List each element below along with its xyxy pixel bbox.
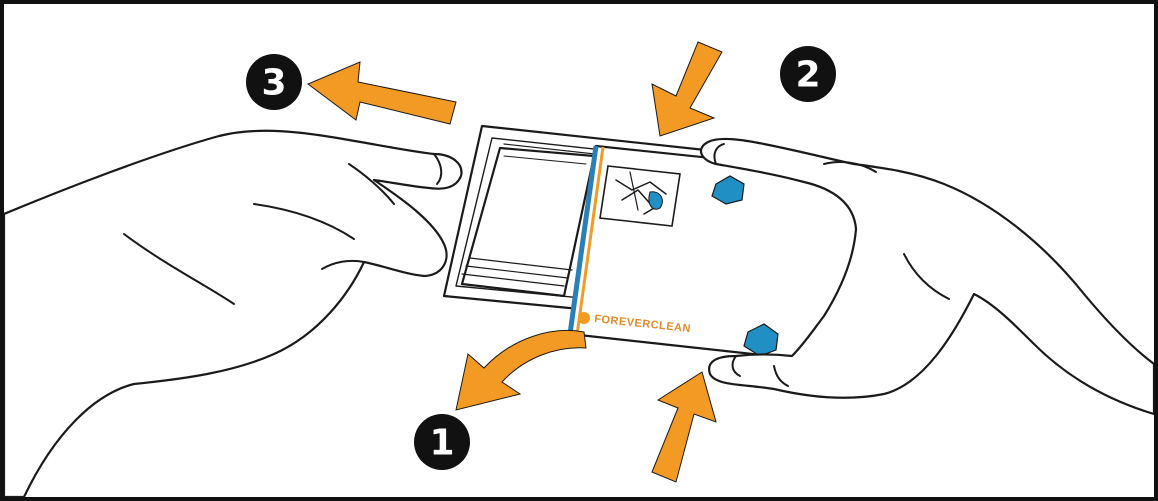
step-badge-2: 2: [780, 46, 836, 102]
arrow-down-step-2: [652, 42, 722, 136]
step-number-3: 3: [261, 63, 286, 104]
step-badge-3: 3: [246, 54, 302, 110]
product-image: [600, 166, 680, 226]
brand-logo-icon: [578, 312, 590, 324]
instruction-diagram: FOREVERCLEAN: [4, 4, 1154, 497]
left-hand: [4, 131, 461, 497]
step-number-1: 1: [429, 423, 454, 464]
step-number-2: 2: [795, 55, 820, 96]
arrow-left-step-3: [308, 62, 456, 124]
step-badge-1: 1: [414, 414, 470, 470]
arrow-up-step-2: [652, 372, 716, 482]
arrow-curved-step-1: [456, 331, 586, 411]
